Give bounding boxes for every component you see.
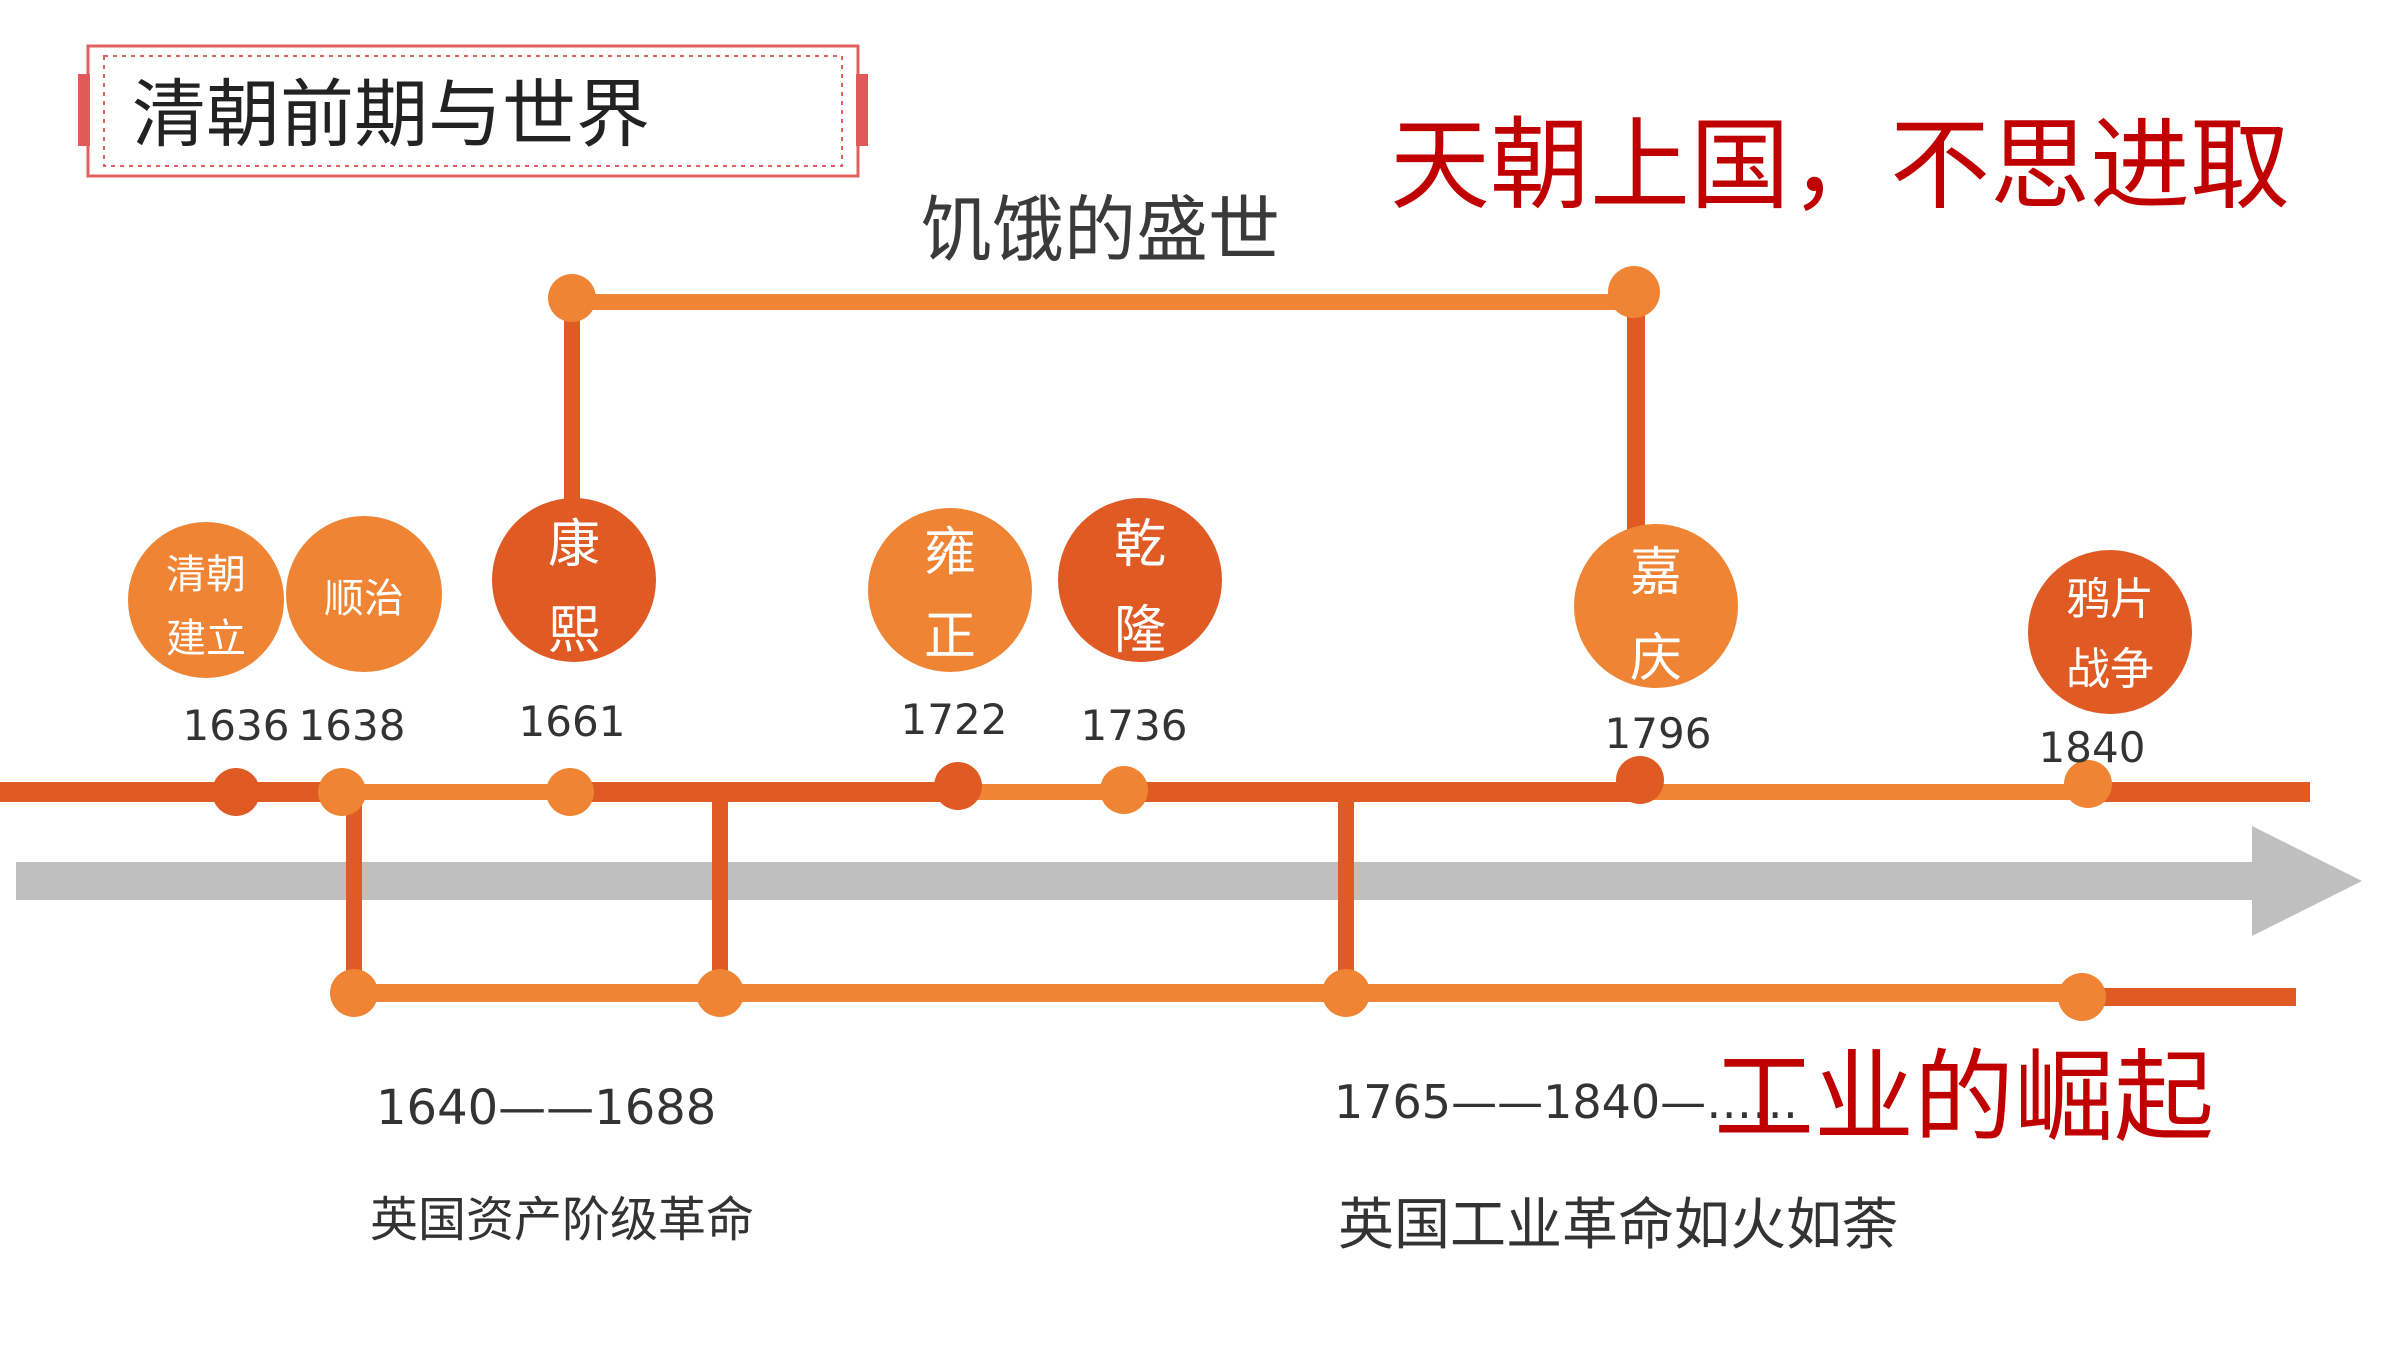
bracket-right-dot xyxy=(1608,266,1660,318)
event-circle xyxy=(2028,550,2192,714)
china-dots xyxy=(212,756,2112,816)
event-circle xyxy=(868,508,1032,672)
event-label-line1: 康 xyxy=(548,515,600,575)
event-dot-1636 xyxy=(212,768,260,816)
britain-dot xyxy=(1322,969,1370,1017)
britain-timeline xyxy=(330,792,2296,1021)
event-label-line2: 战争 xyxy=(2066,644,2154,695)
event-year: 1661 xyxy=(519,697,626,746)
britain-range-revolution: 1640——1688 xyxy=(376,1080,716,1136)
event-opium-war: 鸦片 战争 1840 xyxy=(2028,550,2192,772)
event-jiaqing: 嘉 庆 1796 xyxy=(1574,524,1738,758)
title-frame-right-tab xyxy=(856,74,868,146)
event-qing-founding: 清朝 建立 1636 xyxy=(128,522,289,750)
title-frame: 清朝前期与世界 xyxy=(78,44,868,178)
event-label-line1: 嘉 xyxy=(1630,543,1682,603)
event-circles: 清朝 建立 1636 顺治 1638 康 熙 1661 雍 正 1722 乾 隆… xyxy=(128,498,2192,772)
annotation-hunger: 饥饿的盛世 xyxy=(920,188,1280,272)
event-circle xyxy=(492,498,656,662)
annotation-industrial-rise: 工业的崛起 xyxy=(1714,1039,2214,1156)
event-label-line1: 鸦片 xyxy=(2066,574,2154,625)
britain-bourgeois-revolution: 英国资产阶级革命 xyxy=(370,1192,754,1248)
event-label-line1: 顺治 xyxy=(324,576,404,622)
event-label-line2: 建立 xyxy=(166,616,246,662)
page-title: 清朝前期与世界 xyxy=(132,72,650,158)
event-yongzheng: 雍 正 1722 xyxy=(868,508,1032,744)
event-year: 1736 xyxy=(1081,701,1188,750)
event-year: 1840 xyxy=(2039,723,2146,772)
bracket-left-dot xyxy=(548,274,596,322)
event-label-line2: 正 xyxy=(924,607,976,667)
event-dot-1736 xyxy=(1100,766,1148,814)
event-qianlong: 乾 隆 1736 xyxy=(1058,498,1222,750)
time-arrow-head xyxy=(2252,826,2362,936)
time-arrow-shaft xyxy=(16,862,2256,900)
event-dot-1796 xyxy=(1616,756,1664,804)
event-dot-1661 xyxy=(546,768,594,816)
event-circle xyxy=(286,516,442,672)
event-label-line2: 熙 xyxy=(548,601,600,661)
event-year: 1796 xyxy=(1605,709,1712,758)
event-label-line1: 清朝 xyxy=(166,552,246,598)
event-year: 1638 xyxy=(299,701,406,750)
annotation-tianchao: 天朝上国，不思进取 xyxy=(1390,107,2290,224)
title-frame-left-tab xyxy=(78,74,90,146)
event-label-line1: 乾 xyxy=(1114,515,1166,575)
event-dot-1722 xyxy=(934,762,982,810)
event-label-line1: 雍 xyxy=(924,523,976,583)
britain-dot xyxy=(330,969,378,1017)
britain-dot xyxy=(2058,973,2106,1021)
event-label-line2: 隆 xyxy=(1114,601,1166,661)
title-frame-inner xyxy=(103,55,843,167)
event-kangxi: 康 熙 1661 xyxy=(492,498,656,746)
britain-dot xyxy=(696,969,744,1017)
time-arrow xyxy=(16,826,2362,936)
event-dot-1638 xyxy=(318,768,366,816)
event-shunzhi: 顺治 1638 xyxy=(286,516,442,750)
event-dot-1840 xyxy=(2064,760,2112,808)
event-year: 1636 xyxy=(183,701,290,750)
event-circle xyxy=(1574,524,1738,688)
event-year: 1722 xyxy=(901,695,1008,744)
britain-industrial-revolution: 英国工业革命如火如荼 xyxy=(1338,1193,1898,1258)
event-circle xyxy=(1058,498,1222,662)
event-circle xyxy=(128,522,284,678)
britain-range-industrial: 1765——1840—…… xyxy=(1334,1075,1798,1129)
event-label-line2: 庆 xyxy=(1630,629,1682,689)
